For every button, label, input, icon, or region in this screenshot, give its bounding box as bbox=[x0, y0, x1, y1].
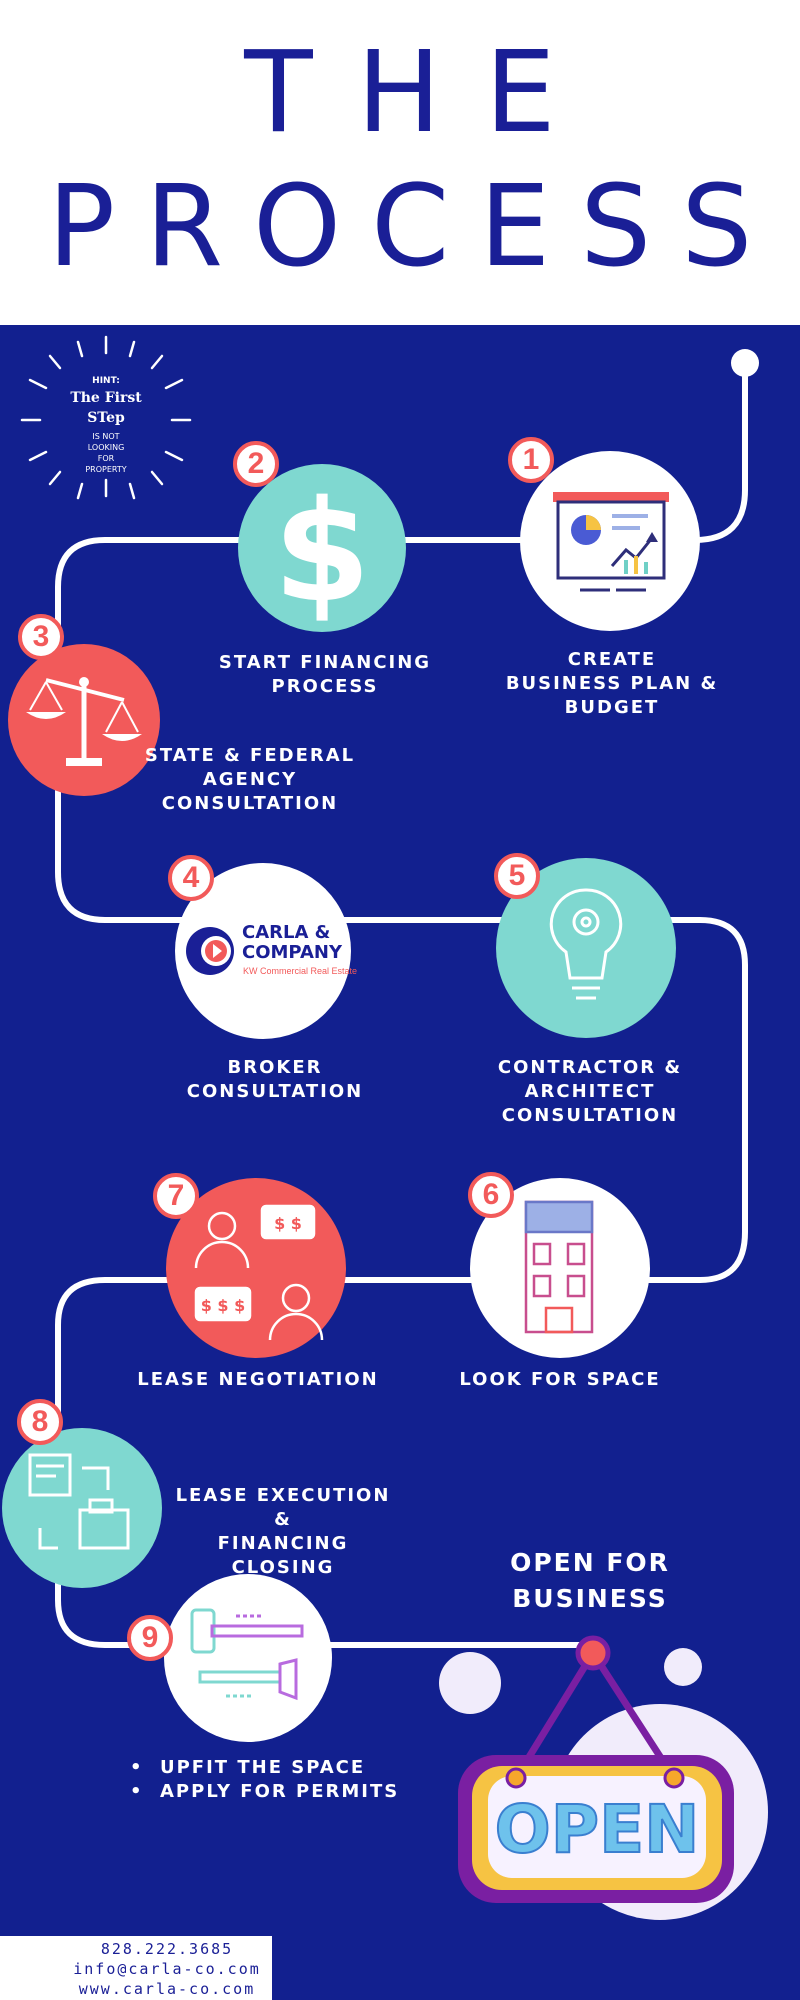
step-2-badge: 2 bbox=[233, 441, 279, 487]
step-3-badge: 3 bbox=[18, 614, 64, 660]
contact-block: 828.222.3685 info@carla-co.com www.carla… bbox=[0, 1936, 272, 2000]
step-5-label: CONTRACTOR & ARCHITECT CONSULTATION bbox=[470, 1056, 710, 1128]
hint-rest-1: IS NOT bbox=[92, 432, 120, 441]
step-6-label: LOOK FOR SPACE bbox=[450, 1368, 670, 1392]
step-6-circle bbox=[470, 1178, 650, 1358]
step-9-circle bbox=[164, 1574, 332, 1742]
hammer-tools-icon bbox=[190, 1608, 304, 1701]
title-line-2: PROCESS bbox=[47, 162, 783, 292]
step-4-label-line: BROKER bbox=[227, 1057, 323, 1078]
dollar-sign-icon: $ bbox=[273, 471, 370, 634]
step-5-label-line: ARCHITECT bbox=[524, 1081, 656, 1102]
logo-tagline: KW Commercial Real Estate bbox=[243, 966, 358, 976]
presentation-chart-icon bbox=[553, 492, 669, 592]
deco-bubble-right bbox=[664, 1648, 702, 1686]
open-title-line-2: BUSINESS bbox=[512, 1584, 668, 1613]
step-4-circle bbox=[175, 863, 351, 1039]
lightbulb-gear-icon bbox=[549, 888, 623, 1000]
logo-name-1: CARLA & bbox=[242, 922, 331, 943]
hint-rest-4: PROPERTY bbox=[85, 465, 127, 474]
hint-emphasis-2: STep bbox=[87, 410, 125, 426]
bullet-item: APPLY FOR PERMITS bbox=[130, 1780, 399, 1804]
logo-name-2: COMPANY bbox=[242, 942, 342, 963]
process-path bbox=[55, 360, 748, 1648]
step-2-circle bbox=[238, 464, 406, 632]
document-building-icon bbox=[28, 1453, 130, 1550]
hint-emphasis-1: The First bbox=[70, 390, 142, 406]
scales-of-justice-icon bbox=[26, 677, 142, 766]
step-8-label-line: LEASE EXECUTION & bbox=[175, 1485, 391, 1530]
step-8-circle bbox=[2, 1428, 162, 1588]
contact-phone: 828.222.3685 bbox=[100, 1940, 234, 1958]
step-1-label-line: BUSINESS PLAN & bbox=[505, 673, 719, 694]
step-5-circle bbox=[496, 858, 676, 1038]
hint-rest-3: FOR bbox=[97, 454, 115, 463]
deco-bubble-left bbox=[439, 1652, 501, 1714]
contact-email: info@carla-co.com bbox=[73, 1960, 261, 1978]
open-sign-icon bbox=[458, 1635, 734, 1903]
money-text-bottom: $ $ $ bbox=[201, 1296, 246, 1315]
open-sign-text: OPEN bbox=[495, 1791, 700, 1868]
money-text-top: $ $ bbox=[274, 1214, 302, 1233]
step-7-badge: 7 bbox=[153, 1173, 199, 1219]
hint-sunburst-icon bbox=[20, 335, 192, 500]
step-4-badge: 4 bbox=[168, 855, 214, 901]
step-3-label-line: AGENCY bbox=[202, 769, 298, 790]
building-icon bbox=[524, 1200, 594, 1334]
step-6-badge: 6 bbox=[468, 1172, 514, 1218]
step-2-label-line: PROCESS bbox=[271, 676, 379, 697]
step-7-label: LEASE NEGOTIATION bbox=[128, 1368, 388, 1392]
hint-rest-2: LOOKING bbox=[87, 443, 125, 452]
step-8-label: LEASE EXECUTION & FINANCING CLOSING bbox=[163, 1484, 403, 1580]
path-start-dot bbox=[731, 349, 759, 377]
open-title-line-1: OPEN FOR bbox=[510, 1548, 670, 1577]
step-3-label-line: STATE & FEDERAL bbox=[144, 745, 356, 766]
step-6-label-line: LOOK FOR SPACE bbox=[459, 1369, 661, 1390]
negotiation-icon bbox=[194, 1204, 324, 1341]
step-5-label-line: CONSULTATION bbox=[501, 1105, 679, 1126]
hint-label: HINT: bbox=[92, 376, 120, 386]
step-3-label-line: CONSULTATION bbox=[161, 793, 339, 814]
step-2-label-line: START FINANCING bbox=[218, 652, 432, 673]
step-5-badge: 5 bbox=[494, 853, 540, 899]
contact-website: www.carla-co.com bbox=[78, 1980, 256, 1998]
step-4-label: BROKER CONSULTATION bbox=[160, 1056, 390, 1104]
bullet-item: UPFIT THE SPACE bbox=[130, 1756, 399, 1780]
header: THE PROCESS bbox=[0, 0, 800, 325]
step-1-label-line: BUDGET bbox=[564, 697, 660, 718]
step-1-label: CREATE BUSINESS PLAN & BUDGET bbox=[480, 648, 744, 720]
step-9-badge: 9 bbox=[127, 1615, 173, 1661]
step-1-label-line: CREATE bbox=[567, 649, 657, 670]
step-8-label-line: FINANCING CLOSING bbox=[217, 1533, 349, 1578]
carla-company-logo bbox=[186, 927, 234, 975]
title-line-1: THE bbox=[244, 28, 600, 158]
open-title: OPEN FOR BUSINESS bbox=[470, 1545, 710, 1617]
step-2-label: START FINANCING PROCESS bbox=[200, 651, 450, 699]
step-3-label: STATE & FEDERAL AGENCY CONSULTATION bbox=[140, 744, 360, 816]
step-5-label-line: CONTRACTOR & bbox=[497, 1057, 683, 1078]
step-8-badge: 8 bbox=[17, 1399, 63, 1445]
step-7-label-line: LEASE NEGOTIATION bbox=[137, 1369, 379, 1390]
step-9-bullets: UPFIT THE SPACE APPLY FOR PERMITS bbox=[130, 1756, 399, 1804]
step-1-badge: 1 bbox=[508, 437, 554, 483]
step-4-label-line: CONSULTATION bbox=[186, 1081, 364, 1102]
